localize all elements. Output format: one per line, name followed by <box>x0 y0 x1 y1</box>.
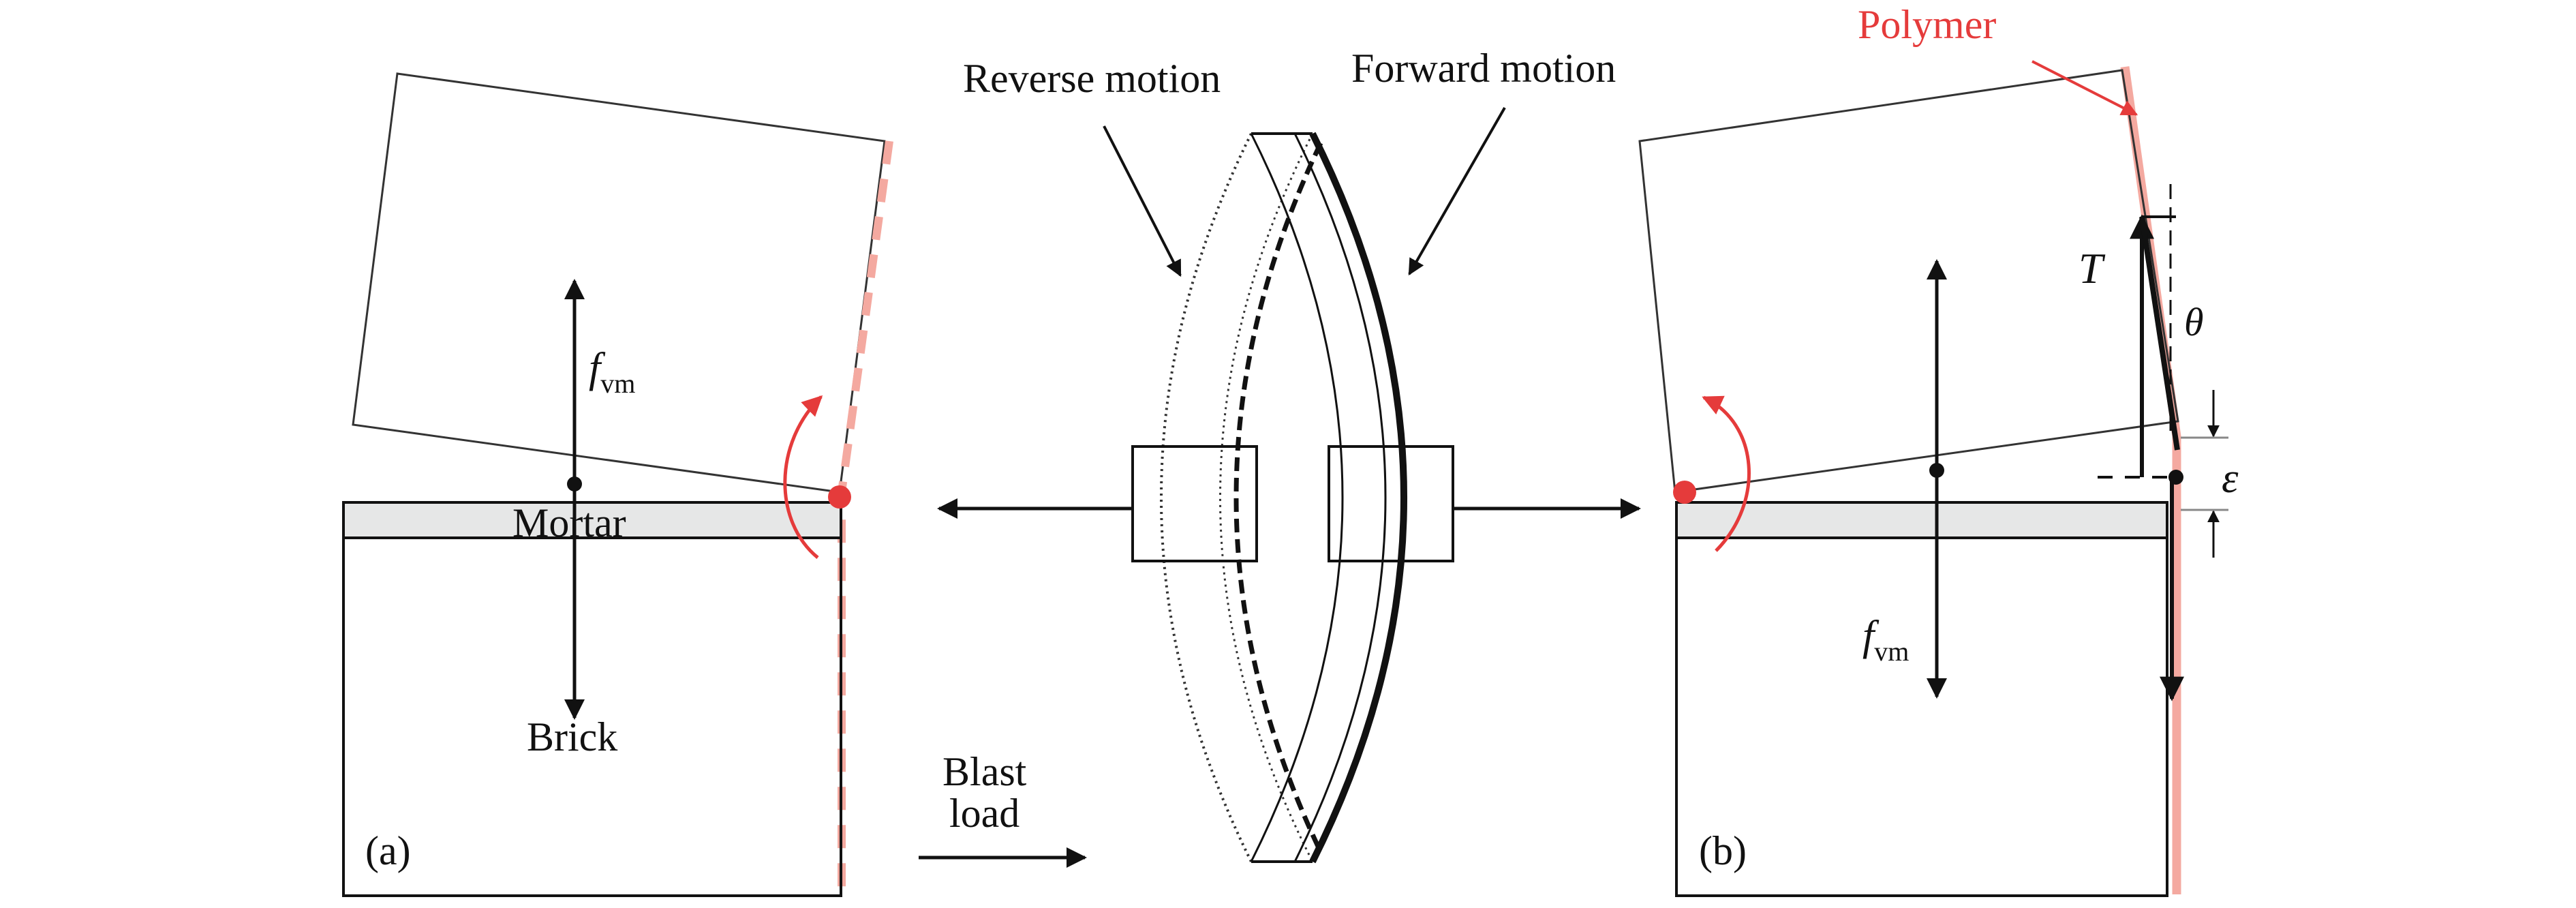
forward-wall-inner <box>1250 133 1344 862</box>
tension-inclined <box>2139 216 2180 451</box>
panel-b-tag: (b) <box>1699 828 1747 873</box>
reverse-motion-label: Reverse motion <box>963 56 1221 101</box>
pivot-point-a <box>828 485 851 509</box>
reverse-wall-inner <box>1219 133 1314 862</box>
force-label-a-sub: vm <box>600 368 635 399</box>
panel-a: Mortar Brick (a) fvm <box>342 72 893 897</box>
polymer-strip-b <box>2120 66 2181 894</box>
polymer-pointer-arrow <box>2031 60 2138 116</box>
polymer-dashed-a <box>838 140 893 890</box>
pivot-point-b <box>1673 481 1696 504</box>
force-label-a: fvm <box>589 345 635 399</box>
wall-motion-diagram: Reverse motion Forward motion Blast load <box>919 46 1641 868</box>
rotation-arrow-b <box>1702 395 1751 552</box>
centroid-dot-b <box>1929 463 1944 478</box>
rotated-brick-a <box>352 72 886 494</box>
lower-brick-a <box>342 536 842 897</box>
theta-label: θ <box>2184 300 2204 344</box>
mortar-layer-b <box>1675 501 2168 539</box>
mortar-label: Mortar <box>512 500 626 545</box>
zoom-box-left <box>1131 445 1258 562</box>
force-label-b: fvm <box>1862 613 1909 667</box>
reverse-wall-outer <box>1160 133 1253 862</box>
blast-label-line1: Blast <box>942 749 1027 794</box>
brick-label: Brick <box>527 714 617 759</box>
tension-label: T <box>2079 244 2106 292</box>
force-label-b-sub: vm <box>1874 636 1909 667</box>
polymer-label: Polymer <box>1858 2 1996 47</box>
forward-pointer-arrow <box>1408 107 1506 276</box>
panel-b: Polymer T θ ε (b) fvm <box>1638 2 2239 897</box>
blast-label-line2: load <box>949 791 1019 836</box>
centroid-dot-a <box>567 476 582 491</box>
epsilon-label: ε <box>2222 455 2239 502</box>
wall-crossing-dashed <box>1233 142 1323 853</box>
rotation-arrow-a <box>783 395 823 559</box>
zoom-box-right <box>1328 445 1454 562</box>
lower-brick-b <box>1675 536 2168 897</box>
anchor-dot-b <box>2168 470 2183 485</box>
forward-wall-mid <box>1293 133 1387 862</box>
panel-a-tag: (a) <box>365 828 411 873</box>
forward-wall-outer <box>1309 132 1407 864</box>
reverse-pointer-arrow <box>1103 125 1182 277</box>
rotated-brick-b <box>1638 69 2179 494</box>
forward-motion-label: Forward motion <box>1351 46 1616 91</box>
